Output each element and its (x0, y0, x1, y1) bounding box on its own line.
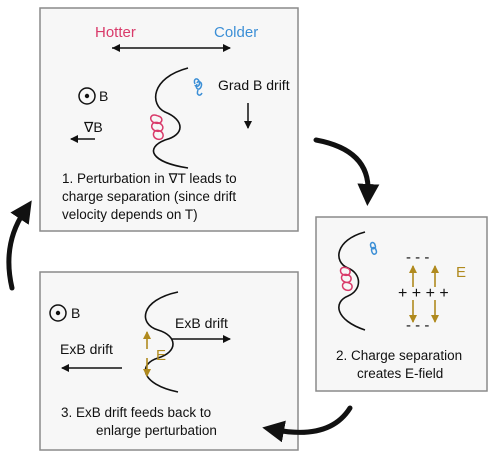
panel-2-caption-line-1: 2. Charge separation (336, 348, 462, 363)
colder-label: Colder (214, 24, 258, 41)
cold-particle-gyration-icon (193, 78, 203, 96)
cold-particle-gyration-icon-2 (369, 241, 378, 255)
cycle-arrow-panel3-to-panel1 (6, 200, 32, 291)
e-field-label: E (456, 264, 466, 281)
gradb-drift-label: Grad B drift (218, 77, 290, 93)
e-field-label-3: E (156, 347, 166, 364)
perturbed-surface-wave-2 (338, 231, 366, 331)
cycle-arrow-panel2-to-panel3 (262, 405, 353, 443)
b-field-label-3: B (71, 305, 80, 321)
panel-1-caption-line-2: charge separation (since drift (62, 189, 236, 204)
exb-drift-left-label: ExB drift (60, 341, 113, 357)
minus-charges-bottom: - - - (406, 317, 429, 334)
panel-3-box (39, 271, 299, 451)
hotter-label: Hotter (95, 24, 136, 41)
minus-charges-top: - - - (406, 249, 429, 266)
hot-particle-gyration-icon-2 (339, 266, 353, 292)
panel-2-caption-line-2: creates E-field (357, 366, 443, 381)
grad-b-label: ∇B (83, 119, 103, 135)
exb-drift-right-label: ExB drift (175, 315, 228, 331)
panel-1-caption-line-1: 1. Perturbation in ∇T leads to (62, 171, 237, 186)
panel-3-caption-line-2: enlarge perturbation (96, 423, 217, 438)
panel-1: Hotter Colder B ∇B Grad B drift 1. Pertu… (39, 7, 299, 232)
b-field-out-of-page-icon (78, 87, 96, 105)
cycle-arrow-panel1-to-panel2 (313, 137, 380, 206)
panel-1-caption-line-3: velocity depends on T) (62, 207, 198, 222)
plus-charges: + + + + (398, 285, 449, 302)
perturbed-surface-wave (152, 67, 189, 169)
panel-3: B ExB drift ExB drift E 3. ExB drift fee… (39, 271, 299, 451)
hot-particle-gyration-icon (150, 114, 164, 141)
panel-3-caption-line-1: 3. ExB drift feeds back to (61, 405, 211, 420)
panel-2-box (315, 216, 488, 392)
b-field-out-of-page-icon-3 (49, 304, 67, 322)
panel-2: - - - + + + + - - - E 2. Charge separati… (315, 216, 488, 392)
b-field-label: B (99, 88, 108, 104)
